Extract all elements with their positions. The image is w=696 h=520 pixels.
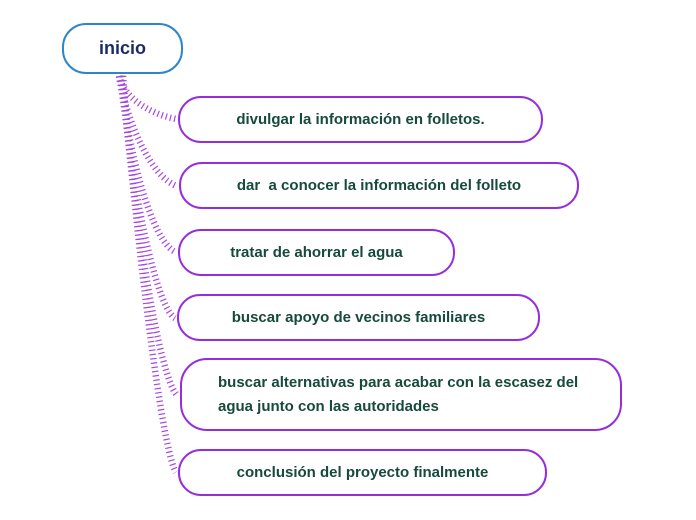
root-node-label: inicio <box>98 38 146 58</box>
branch-node-label: buscar alternativas para acabar con la e… <box>218 373 583 415</box>
branch-node-conclusion[interactable]: conclusión del proyecto finalmente <box>178 449 547 496</box>
branch-node-label: dar a conocer la información del folleto <box>236 177 522 194</box>
branch-node-label: tratar de ahorrar el agua <box>230 244 403 261</box>
connector-line-branch-6 <box>119 75 179 474</box>
branch-node-alternativas[interactable]: buscar alternativas para acabar con la e… <box>180 358 622 431</box>
branch-node-apoyo-vecinos[interactable]: buscar apoyo de vecinos familiares <box>177 294 540 341</box>
branch-node-label: buscar apoyo de vecinos familiares <box>231 309 486 326</box>
connector-line-branch-3 <box>116 75 178 256</box>
branch-node-folletos[interactable]: divulgar la información en folletos. <box>178 96 543 143</box>
branch-node-dar-a-conocer[interactable]: dar a conocer la información del folleto <box>179 162 579 209</box>
connector-line-branch-2 <box>115 75 179 190</box>
connector-line-branch-1 <box>115 74 177 123</box>
root-node-inicio[interactable]: inicio <box>62 23 183 74</box>
branch-node-ahorrar-agua[interactable]: tratar de ahorrar el agua <box>178 229 455 276</box>
branch-node-label: divulgar la información en folletos. <box>236 111 485 128</box>
branch-node-label: conclusión del proyecto finalmente <box>236 464 489 481</box>
connector-line-branch-5 <box>118 75 181 399</box>
connector-line-branch-4 <box>117 75 178 321</box>
